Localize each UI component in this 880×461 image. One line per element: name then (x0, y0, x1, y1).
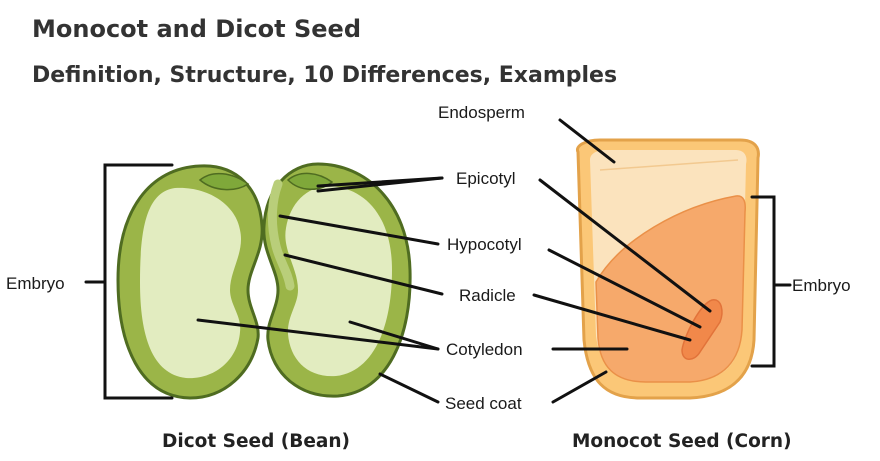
label-embryo-left: Embryo (6, 274, 65, 293)
leader-hypocotyl-monocot (547, 248, 702, 329)
embryo-bracket-right (750, 195, 776, 368)
leader-epicotyl-monocot (538, 178, 712, 313)
leader-epicotyl-b (316, 176, 444, 193)
page-title: Monocot and Dicot Seed (32, 15, 361, 43)
leader-seedcoat-dicot (378, 372, 440, 404)
monocot-seed (576, 138, 760, 400)
label-cotyledon: Cotyledon (446, 340, 523, 359)
monocot-endosperm-inner-line (599, 159, 739, 171)
leader-radicle-monocot (532, 293, 692, 342)
dicot-embryo-axis (267, 179, 295, 291)
label-endosperm: Endosperm (438, 103, 525, 122)
label-hypocotyl: Hypocotyl (447, 235, 522, 254)
page-subtitle: Definition, Structure, 10 Differences, E… (32, 63, 617, 88)
caption-dicot: Dicot Seed (Bean) (162, 431, 350, 452)
leader-radicle-dicot (283, 253, 444, 296)
leader-hypocotyl-dicot (278, 214, 440, 246)
dicot-seed (116, 162, 412, 400)
label-seed-coat: Seed coat (445, 394, 522, 413)
dicot-epicotyl-left (198, 172, 250, 191)
label-embryo-right: Embryo (792, 276, 851, 295)
label-epicotyl: Epicotyl (456, 169, 516, 188)
leader-endosperm (558, 118, 616, 164)
leader-cotyledon-left (196, 318, 440, 351)
leader-cotyledon-right (348, 320, 440, 351)
caption-monocot: Monocot Seed (Corn) (572, 431, 792, 452)
label-radicle: Radicle (459, 286, 516, 305)
leader-lines (196, 118, 712, 404)
dicot-right-cotyledon (285, 186, 392, 377)
leader-seedcoat-monocot (551, 370, 608, 404)
dicot-left-cotyledon (140, 187, 242, 379)
